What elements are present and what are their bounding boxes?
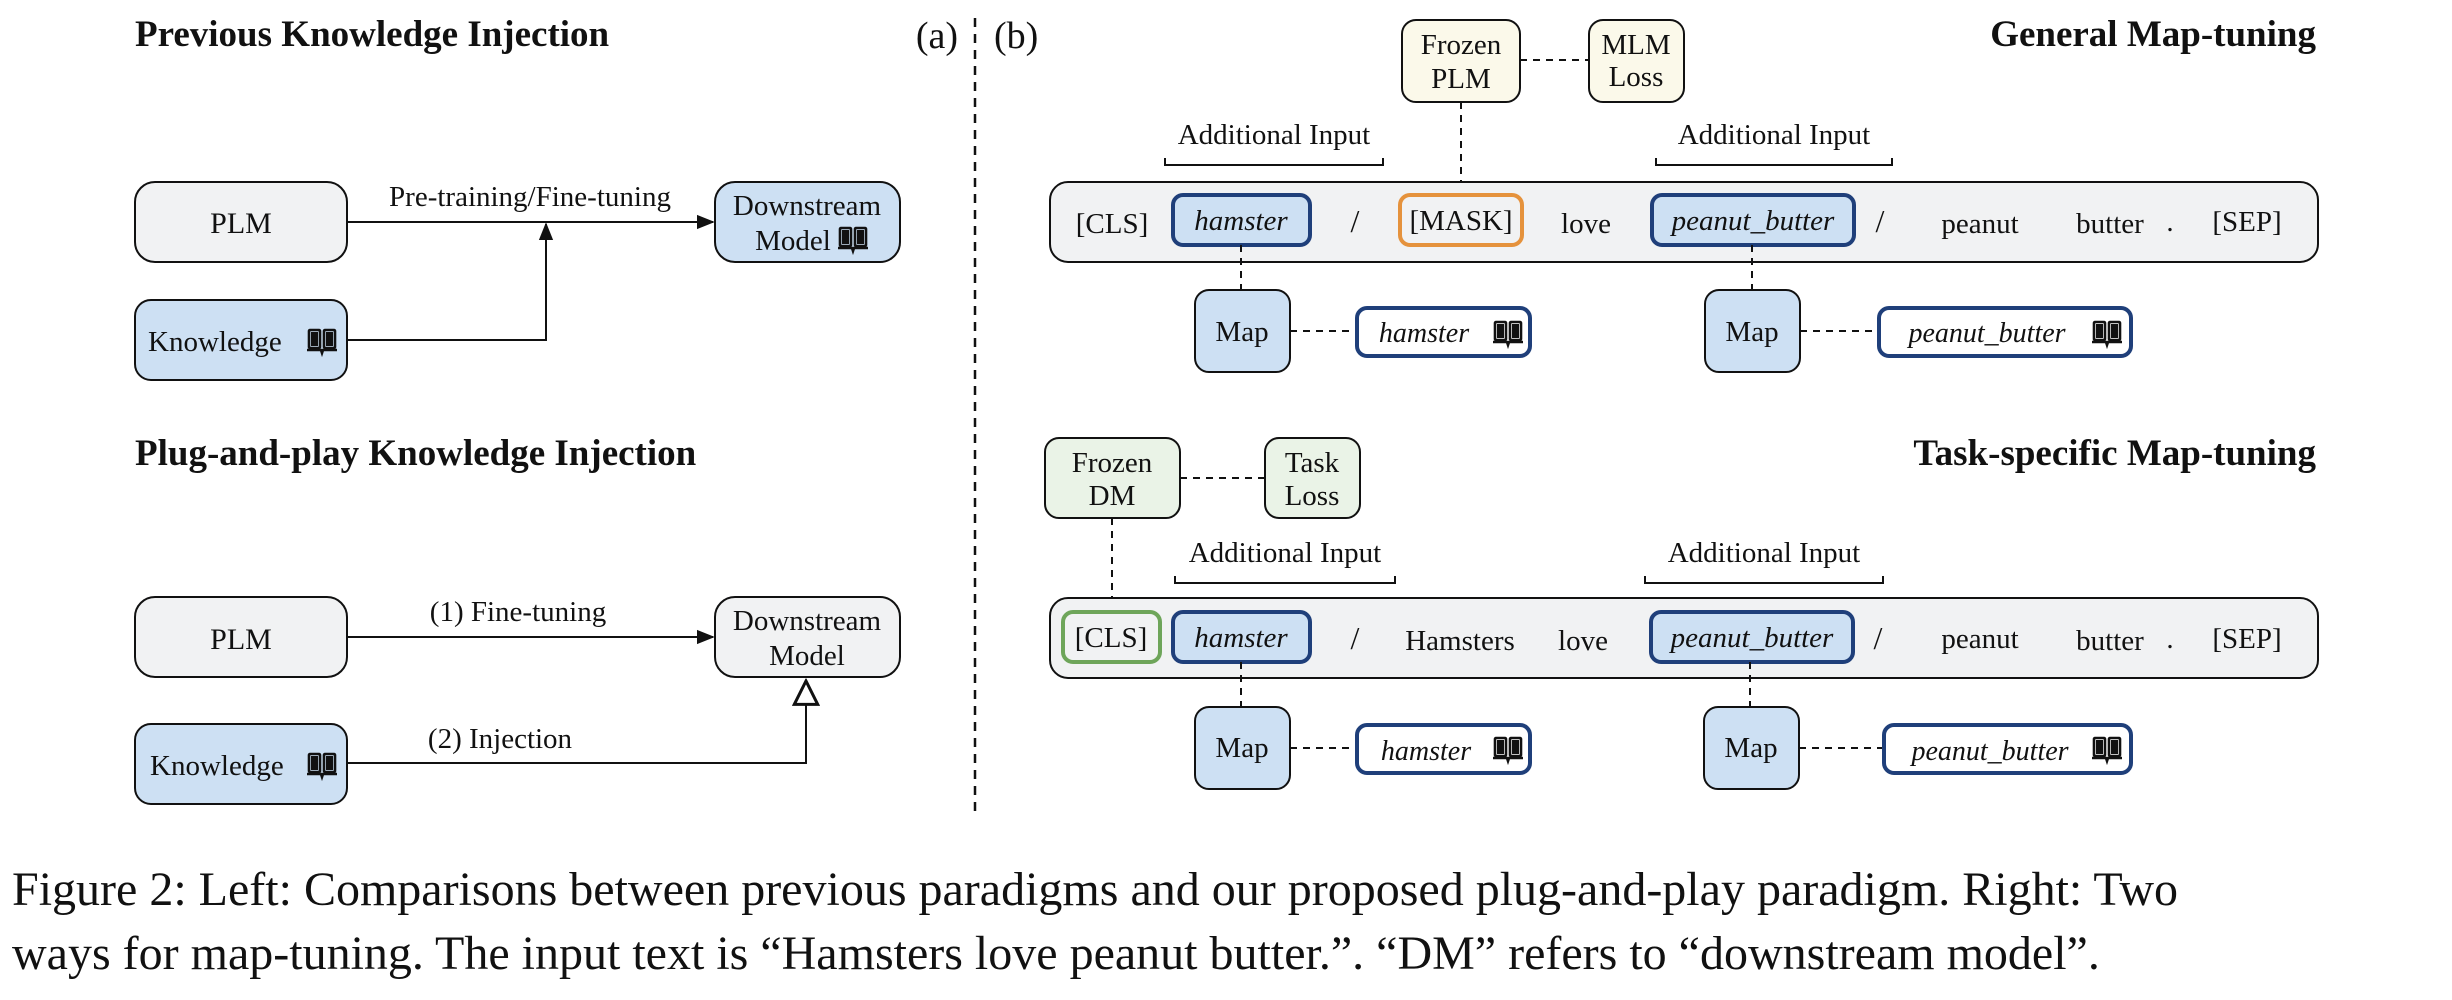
- token-sep: [SEP]: [2212, 206, 2281, 238]
- plug-and-play-title: Plug-and-play Knowledge Injection: [135, 433, 697, 474]
- token-peanut: peanut: [1941, 208, 2018, 240]
- embedding-label: peanut_butter: [1909, 736, 2068, 767]
- embedding-node-1: hamster: [1355, 723, 1532, 775]
- frozen-label-line2: PLM: [1431, 63, 1491, 95]
- map-label: Map: [1725, 316, 1778, 348]
- map-label: Map: [1215, 732, 1268, 764]
- loss-label-line2: Loss: [1609, 61, 1664, 93]
- input-sequence-general: [CLS] hamster / [MASK] love peanut_butte…: [1049, 181, 2319, 263]
- knowledge-node-previous: Knowledge: [134, 299, 348, 381]
- downstream-label-line1: Downstream: [733, 605, 882, 637]
- additional-input-label: Additional Input: [1678, 119, 1871, 151]
- embedding-label: peanut_butter: [1906, 318, 2065, 349]
- token-cls-box: [1061, 610, 1162, 664]
- map-label: Map: [1215, 316, 1268, 348]
- downstream-label-line1: Downstream: [733, 190, 882, 222]
- map-node-1: Map: [1194, 706, 1291, 790]
- token-mask-box: [1398, 193, 1524, 247]
- caption-line-1: Figure 2: Left: Comparisons between prev…: [12, 863, 2178, 916]
- map-node-2: Map: [1703, 706, 1800, 790]
- token-entity1: hamster: [1194, 622, 1288, 654]
- additional-input-label: Additional Input: [1668, 537, 1861, 569]
- plm-node-previous: PLM: [134, 181, 348, 263]
- frozen-label-line1: Frozen: [1421, 29, 1502, 61]
- task-loss-node: Task Loss: [1264, 437, 1361, 519]
- token-mask: [MASK]: [1409, 205, 1512, 237]
- plm-label: PLM: [210, 207, 272, 240]
- plm-node-plug: PLM: [134, 596, 348, 678]
- map-node-1: Map: [1194, 289, 1291, 373]
- additional-input-bracket-2: Additional Input: [1655, 119, 1893, 166]
- mlm-loss-node: MLM Loss: [1588, 19, 1685, 103]
- loss-label-line2: Loss: [1285, 480, 1340, 512]
- input-sequence-task: [CLS] hamster / Hamsters love peanut_but…: [1049, 597, 2319, 679]
- token-slash: /: [1351, 203, 1360, 239]
- token-cls: [CLS]: [1076, 208, 1149, 240]
- panel-label-a: (a): [916, 15, 958, 57]
- figure-caption: Figure 2: Left: Comparisons between prev…: [12, 858, 2442, 986]
- map-node-2: Map: [1704, 289, 1801, 373]
- embedding-node-1: hamster: [1355, 306, 1532, 358]
- embedding-node-2: peanut_butter: [1882, 723, 2133, 775]
- token-butter: butter: [2076, 625, 2144, 657]
- additional-input-label: Additional Input: [1178, 119, 1371, 151]
- downstream-model-node-plug: Downstream Model: [714, 596, 901, 678]
- loss-label-line1: MLM: [1601, 29, 1670, 61]
- embedding-label: hamster: [1381, 736, 1471, 767]
- token-peanut: peanut: [1941, 623, 2018, 655]
- knowledge-label: Knowledge: [148, 326, 282, 358]
- token-cls: [CLS]: [1075, 622, 1148, 654]
- edge-label-pretraining: Pre-training/Fine-tuning: [389, 181, 671, 213]
- edge-injection: [347, 681, 806, 764]
- token-entity2: peanut_butter: [1669, 622, 1834, 654]
- additional-input-label: Additional Input: [1189, 537, 1382, 569]
- knowledge-node-plug: Knowledge: [134, 723, 348, 805]
- downstream-label-line2: Model: [755, 225, 831, 257]
- figure-diagram: (a) (b) Previous Knowledge Injection PLM…: [134, 14, 2319, 815]
- general-map-tuning-title: General Map-tuning: [1990, 14, 2316, 55]
- panel-label-b: (b): [994, 15, 1038, 57]
- task-specific-map-tuning-title: Task-specific Map-tuning: [1913, 433, 2316, 474]
- map-label: Map: [1724, 732, 1777, 764]
- token-hamsters: Hamsters: [1405, 625, 1515, 657]
- downstream-model-node-previous: Downstream Model: [714, 181, 901, 263]
- token-entity1: hamster: [1194, 205, 1288, 237]
- token-entity2-box: [1649, 610, 1855, 664]
- previous-injection-title: Previous Knowledge Injection: [135, 14, 610, 55]
- additional-input-bracket-1: Additional Input: [1174, 537, 1396, 584]
- caption-line-2: ways for map-tuning. The input text is “…: [12, 927, 2100, 980]
- token-slash: /: [1876, 203, 1885, 239]
- downstream-label-line2: Model: [769, 640, 845, 672]
- token-period: .: [2166, 623, 2173, 655]
- token-slash: /: [1351, 620, 1360, 656]
- token-entity2: peanut_butter: [1670, 205, 1835, 237]
- embedding-node-2: peanut_butter: [1877, 306, 2133, 358]
- plm-label: PLM: [210, 623, 272, 656]
- edge-knowledge-to-edge: [347, 222, 554, 341]
- frozen-plm-node: Frozen PLM: [1401, 19, 1521, 103]
- token-love: love: [1558, 625, 1608, 657]
- frozen-dm-node: Frozen DM: [1044, 437, 1181, 519]
- edge-label-fine-tuning: (1) Fine-tuning: [430, 596, 606, 628]
- frozen-label-line1: Frozen: [1072, 447, 1153, 479]
- knowledge-label: Knowledge: [150, 750, 284, 782]
- loss-label-line1: Task: [1285, 447, 1340, 479]
- additional-input-bracket-1: Additional Input: [1164, 119, 1384, 166]
- token-period: .: [2166, 206, 2173, 238]
- token-sep: [SEP]: [2212, 623, 2281, 655]
- frozen-label-line2: DM: [1089, 480, 1136, 512]
- token-slash: /: [1874, 620, 1883, 656]
- embedding-label: hamster: [1379, 318, 1469, 349]
- token-butter: butter: [2076, 208, 2144, 240]
- edge-label-injection: (2) Injection: [428, 723, 573, 755]
- token-love: love: [1561, 208, 1611, 240]
- additional-input-bracket-2: Additional Input: [1644, 537, 1884, 584]
